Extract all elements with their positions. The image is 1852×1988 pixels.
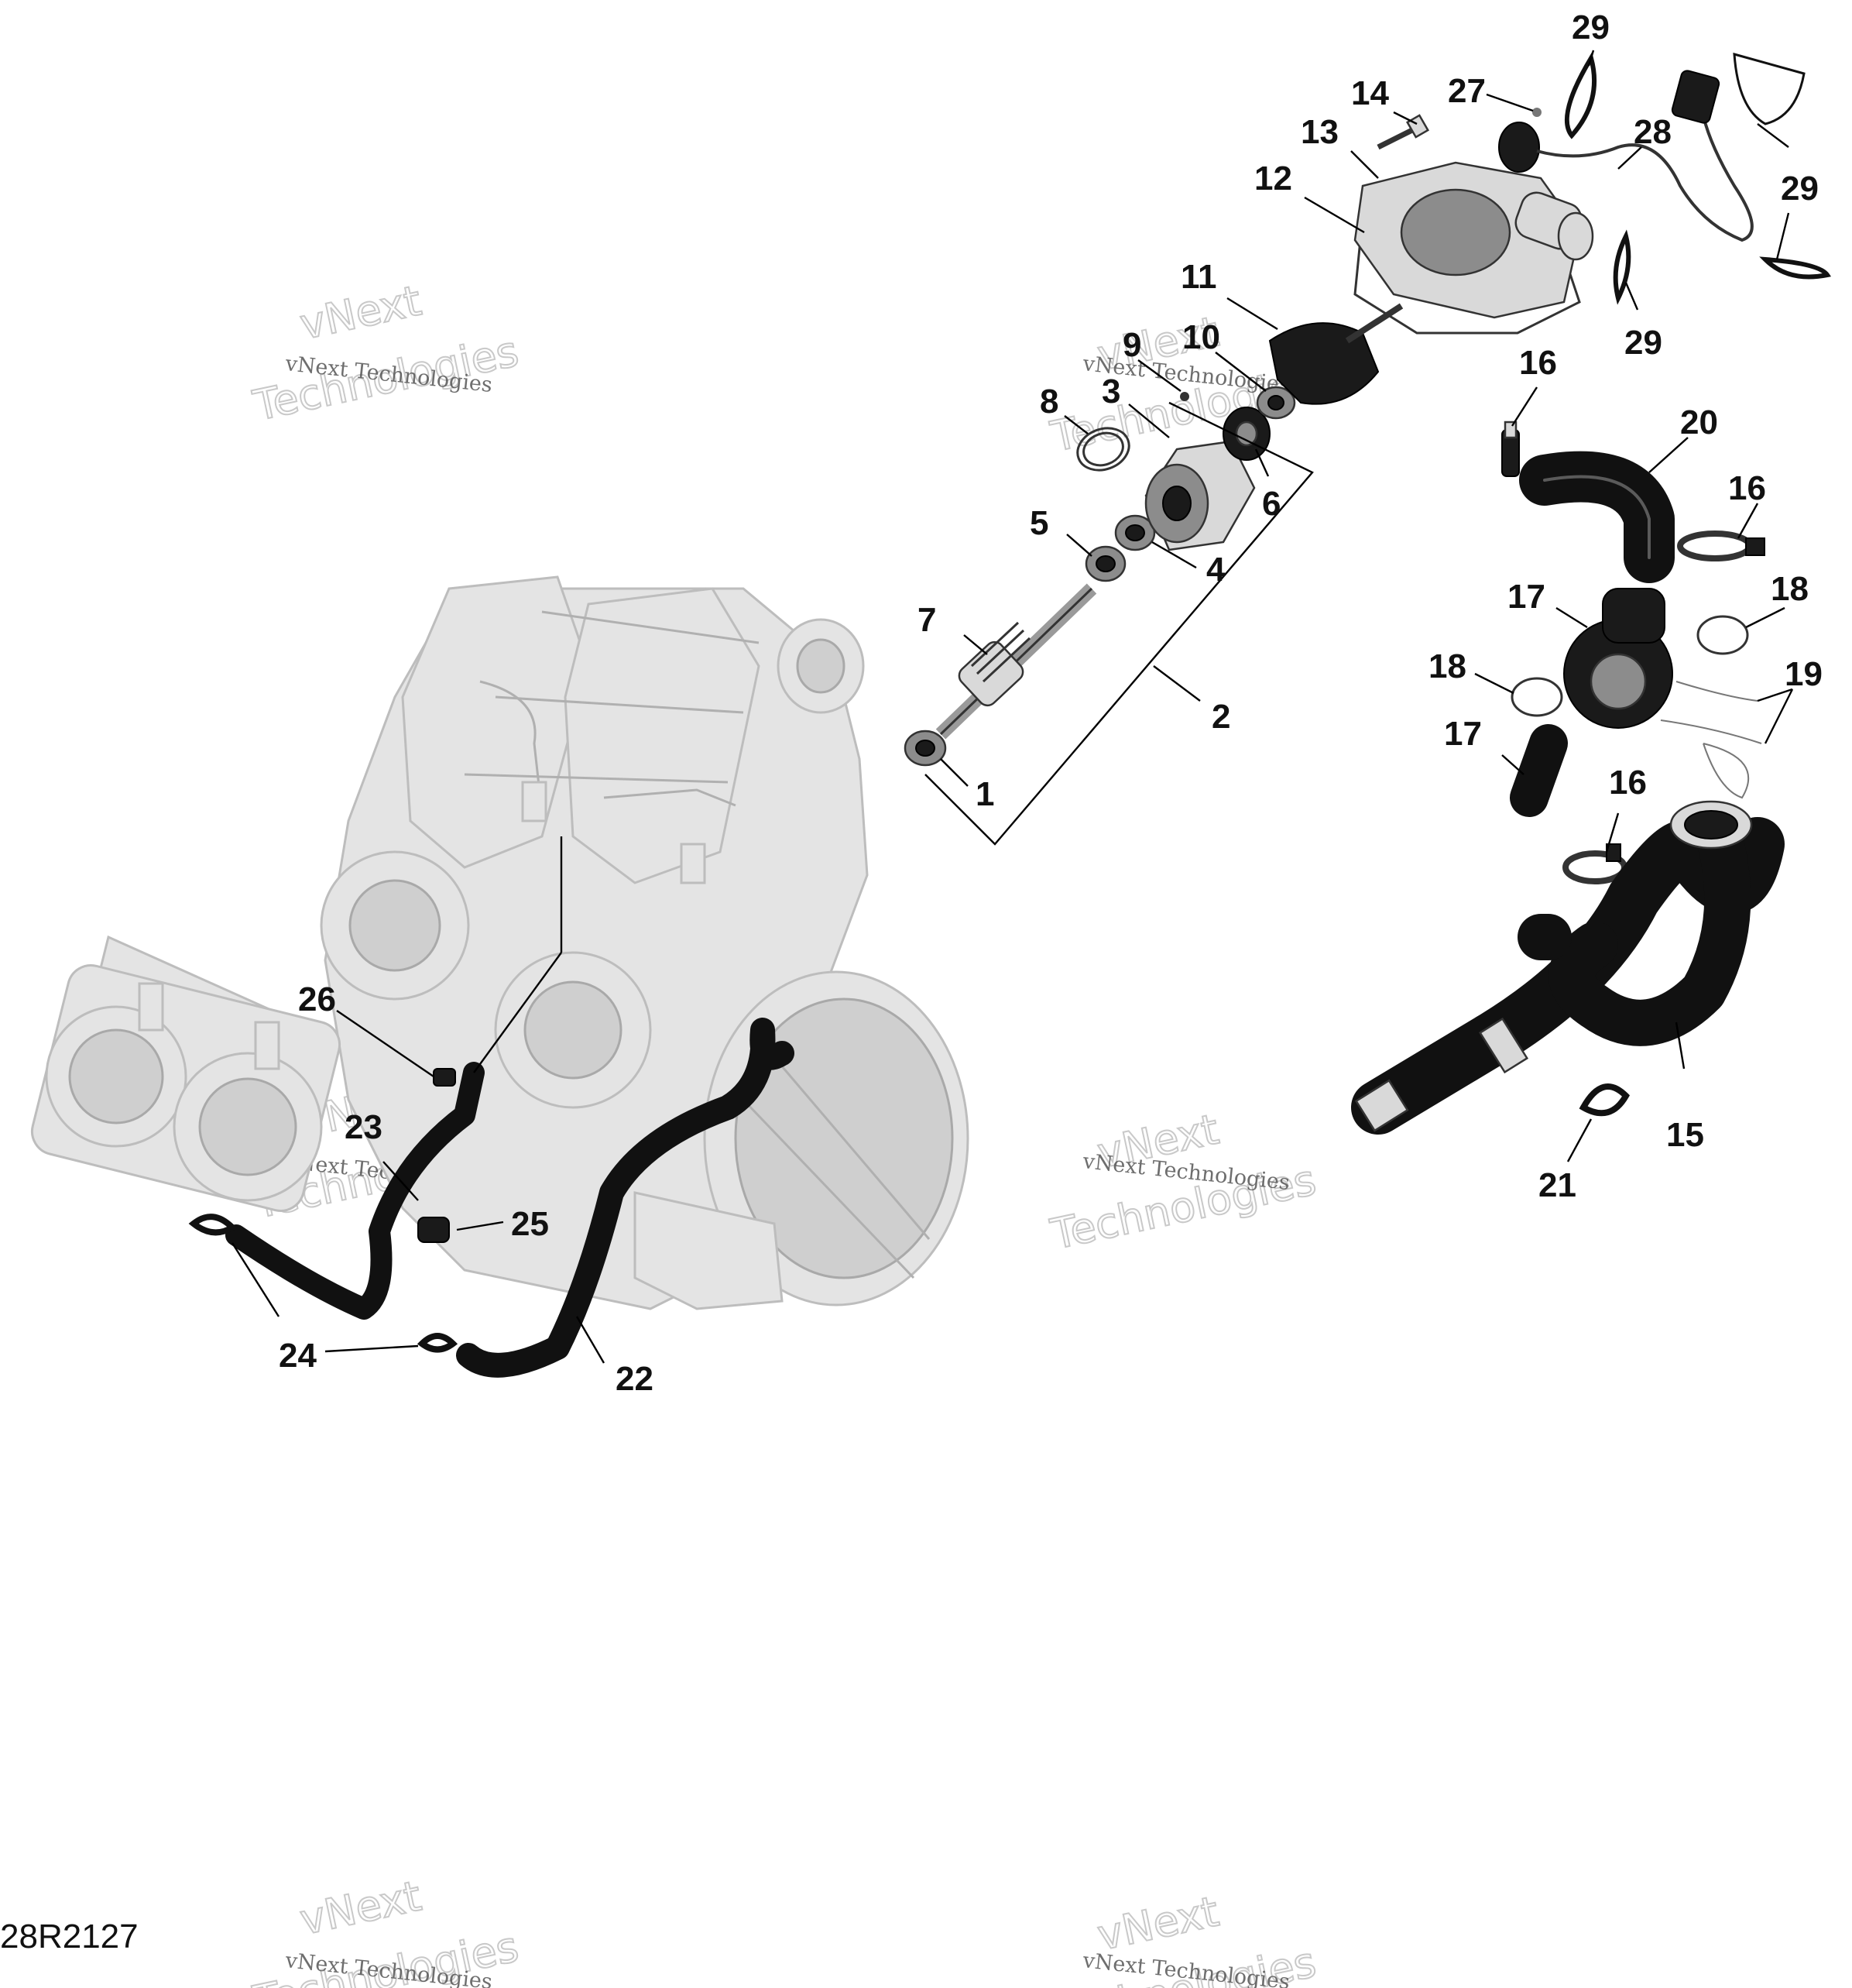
callout-21: 21 bbox=[1538, 1166, 1576, 1204]
drawing-code: 28R2127 bbox=[0, 1918, 139, 1955]
pump-cover-part-13 bbox=[1353, 161, 1594, 319]
callout-14: 14 bbox=[1351, 74, 1389, 112]
clamp-part-21 bbox=[1579, 1083, 1630, 1117]
main-hose-part-15 bbox=[1351, 800, 1785, 1135]
coolant-hoses-left bbox=[188, 1018, 794, 1378]
callout-1: 1 bbox=[976, 775, 994, 813]
watermark-1: vNext Technologies bbox=[249, 275, 523, 431]
clamp-part-24-upper bbox=[188, 1214, 238, 1236]
bearing-part-4 bbox=[1114, 514, 1156, 551]
callout-29-top: 29 bbox=[1572, 9, 1610, 46]
grommet-part-25 bbox=[417, 1217, 450, 1243]
callout-23: 23 bbox=[345, 1108, 382, 1146]
sensor-part-28 bbox=[1498, 70, 1754, 242]
fitting-part-17 bbox=[1510, 724, 1568, 817]
washer-part-9 bbox=[1180, 392, 1189, 401]
callout-11: 11 bbox=[1181, 258, 1217, 296]
callout-24: 24 bbox=[279, 1337, 317, 1375]
callout-28: 28 bbox=[1634, 113, 1672, 151]
callout-18-left: 18 bbox=[1428, 647, 1466, 685]
seal-part-1 bbox=[904, 730, 947, 767]
callout-16-top: 16 bbox=[1519, 344, 1557, 382]
o-ring-part-18-left bbox=[1511, 677, 1563, 717]
callout-15: 15 bbox=[1666, 1116, 1704, 1154]
callout-26: 26 bbox=[298, 980, 336, 1018]
bolt-part-14 bbox=[1377, 114, 1430, 150]
watermark-brand: vNext bbox=[296, 1871, 425, 1944]
mechanical-seal-part-6 bbox=[1223, 407, 1271, 461]
callout-16-right: 16 bbox=[1728, 469, 1766, 507]
callout-9: 9 bbox=[1123, 326, 1141, 364]
callout-19: 19 bbox=[1785, 655, 1823, 693]
callout-8: 8 bbox=[1040, 383, 1058, 421]
callout-labels: 1 2 3 4 5 6 7 8 9 10 11 12 13 14 15 16 1… bbox=[279, 9, 1823, 1398]
elbow-hose-part-20 bbox=[1519, 451, 1675, 583]
seal-part-10 bbox=[1256, 386, 1296, 420]
throttle-body-ghost bbox=[30, 935, 341, 1212]
coolant-hoses-right bbox=[1351, 421, 1785, 1135]
watermark-brand: vNext bbox=[296, 276, 425, 349]
callout-20: 20 bbox=[1680, 403, 1718, 441]
clamp-part-16-top bbox=[1501, 421, 1520, 477]
hose-part-23 bbox=[225, 1062, 485, 1320]
callout-18-right: 18 bbox=[1771, 570, 1809, 608]
assembly-bracket bbox=[924, 401, 1314, 846]
impeller-part-11 bbox=[1268, 303, 1404, 405]
clamp-part-24-lower bbox=[417, 1333, 458, 1353]
pump-shaft-part-7 bbox=[935, 583, 1097, 740]
callout-5: 5 bbox=[1030, 504, 1048, 542]
callout-16-lower: 16 bbox=[1609, 764, 1647, 802]
o-ring-part-18-right bbox=[1696, 615, 1749, 655]
callout-4: 4 bbox=[1206, 551, 1226, 589]
watermark-brand: vNext bbox=[1093, 1887, 1223, 1959]
callout-2: 2 bbox=[1212, 698, 1230, 736]
callout-17-lower: 17 bbox=[1444, 715, 1482, 753]
callout-12: 12 bbox=[1254, 160, 1292, 197]
clip-part-26 bbox=[433, 1068, 456, 1087]
clamp-part-16-lower bbox=[1562, 843, 1627, 884]
callout-10: 10 bbox=[1182, 318, 1220, 356]
clamp-part-16-right bbox=[1677, 530, 1765, 561]
screw-part-27 bbox=[1532, 108, 1542, 117]
callout-7: 7 bbox=[917, 601, 936, 639]
callout-29-lower: 29 bbox=[1624, 324, 1662, 362]
callout-3: 3 bbox=[1102, 373, 1120, 410]
thermostat-housing-part-17 bbox=[1563, 588, 1673, 729]
callout-27: 27 bbox=[1448, 72, 1486, 110]
callout-25: 25 bbox=[511, 1205, 549, 1243]
cable-tie-part-29 bbox=[1564, 52, 1831, 305]
callout-29-right: 29 bbox=[1781, 170, 1819, 208]
bearing-part-5 bbox=[1085, 545, 1127, 582]
callout-22: 22 bbox=[616, 1360, 653, 1398]
ring-part-8 bbox=[1076, 427, 1130, 472]
callout-17-upper: 17 bbox=[1507, 578, 1545, 616]
water-pump-parts bbox=[904, 52, 1831, 767]
gasket-part-19 bbox=[1660, 681, 1762, 799]
leader-lines bbox=[231, 50, 1794, 1364]
hose-part-22 bbox=[456, 1018, 794, 1378]
pump-housing-part-3 bbox=[1144, 440, 1256, 551]
callout-6: 6 bbox=[1262, 485, 1281, 523]
engine-ghost bbox=[320, 575, 969, 1310]
callout-13: 13 bbox=[1301, 113, 1339, 151]
